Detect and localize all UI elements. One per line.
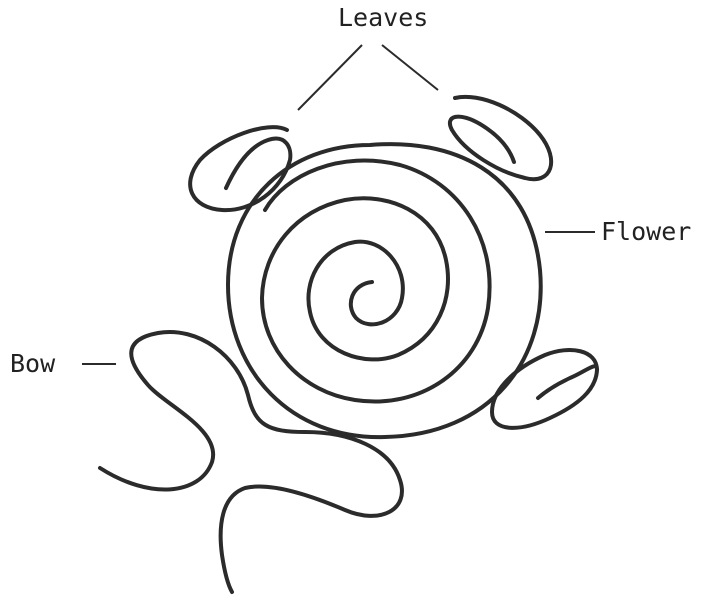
bow-label: Bow [10,349,56,378]
flower-label: Flower [601,217,691,246]
leaf-bottom-right [492,350,597,428]
flower-spiral [262,161,490,402]
leaves-leader-left [298,45,362,110]
leaves-leader-right [382,45,438,90]
leaf-top-right [450,97,551,179]
leaves-label: Leaves [338,3,428,32]
